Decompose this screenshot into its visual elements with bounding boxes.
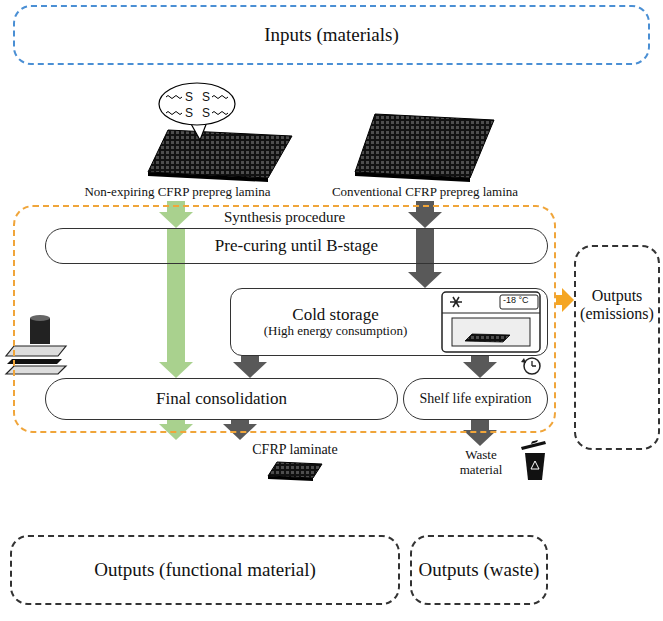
non-expiring-lamina-figure <box>148 130 292 178</box>
node-text: Pre-curing until B-stage <box>215 236 378 256</box>
chemical-symbol: S <box>202 106 210 120</box>
trash-bin-icon <box>531 461 539 469</box>
clock-icon <box>524 358 540 374</box>
node-text: CFRP laminate <box>252 442 337 458</box>
node-text: Waste material <box>445 448 517 478</box>
freezer-icon <box>442 312 540 313</box>
flow-through-strip <box>167 228 434 264</box>
freezer-icon <box>452 318 530 346</box>
flow-arrow <box>471 356 489 362</box>
process-box: Final consolidation <box>45 378 398 420</box>
press-icon <box>6 346 66 356</box>
chemistry-bubble <box>159 83 235 125</box>
output-group: Outputs (functional material) <box>10 535 400 605</box>
node-text: (High energy consumption) <box>264 324 407 339</box>
chemistry-bubble <box>212 96 228 99</box>
input-group: Inputs (materials) <box>13 5 650 65</box>
product-label: CFRP laminate <box>150 440 440 460</box>
trash-bin-icon <box>521 440 546 480</box>
chemistry-bubble <box>212 112 228 115</box>
temperature-readout: -18 °C <box>503 295 529 306</box>
press-icon <box>30 315 50 321</box>
press-icon <box>7 359 62 364</box>
node-text: Conventional CFRP prepreg lamina <box>332 185 518 200</box>
press-icon <box>30 318 50 344</box>
chemistry-bubble <box>166 96 182 99</box>
node-text: Shelf life expiration <box>420 391 532 407</box>
press-icon <box>6 315 66 374</box>
node-text: Outputs (functional material) <box>94 559 316 581</box>
laminate-figure <box>268 462 322 478</box>
freezer-icon <box>465 334 510 342</box>
non-expiring-lamina-figure <box>148 130 292 182</box>
chemical-symbol: S <box>185 106 193 120</box>
output-group: Outputs (waste) <box>410 535 548 605</box>
freezer-icon <box>442 292 540 352</box>
node-text: Outputs (waste) <box>419 559 540 581</box>
waste-label: Waste material <box>445 446 517 480</box>
flow-arrow <box>231 420 249 424</box>
node-text: Synthesis procedure <box>224 209 345 226</box>
freezer-icon <box>450 297 462 307</box>
chemical-symbol: S <box>185 90 193 104</box>
freezer-icon <box>500 295 538 309</box>
material-label: Non-expiring CFRP prepreg lamina <box>75 183 280 201</box>
node-text: Final consolidation <box>156 389 287 409</box>
clock-icon <box>532 361 536 366</box>
flow-arrow <box>167 264 185 362</box>
clock-icon <box>521 358 540 374</box>
trash-bin-icon <box>521 441 546 450</box>
trash-bin-icon <box>525 453 545 480</box>
material-label: Conventional CFRP prepreg lamina <box>330 183 520 201</box>
flow-arrow <box>241 356 259 362</box>
chemical-symbol: S <box>202 90 210 104</box>
node-text: Inputs (materials) <box>264 24 399 46</box>
freezer-icon <box>442 292 540 352</box>
flow-through-strip <box>416 228 434 264</box>
storage-box: Cold storage(High energy consumption) <box>230 288 548 356</box>
flow-arrow <box>556 295 562 305</box>
press-icon <box>6 366 66 374</box>
process-region: Synthesis procedurePre-curing until B-st… <box>13 205 556 433</box>
flow-arrow <box>167 420 185 424</box>
output-group: Outputs (emissions) <box>574 245 660 450</box>
flow-arrow <box>416 264 434 272</box>
process-box: Shelf life expiration <box>403 378 548 420</box>
conventional-lamina-figure <box>355 114 494 178</box>
flow-through-strip <box>167 228 185 264</box>
flow-arrow <box>471 420 489 430</box>
process-box: Pre-curing until B-stage <box>45 228 548 264</box>
trash-bin-icon <box>531 440 538 444</box>
node-text: Cold storage <box>292 305 378 325</box>
clock-icon <box>521 358 526 363</box>
node-text: Outputs (emissions) <box>579 287 655 324</box>
chemistry-bubble <box>159 83 235 140</box>
laminate-figure <box>268 462 322 481</box>
chemistry-bubble <box>166 112 182 115</box>
conventional-lamina-figure <box>355 114 494 182</box>
node-text: Non-expiring CFRP prepreg lamina <box>84 185 270 200</box>
